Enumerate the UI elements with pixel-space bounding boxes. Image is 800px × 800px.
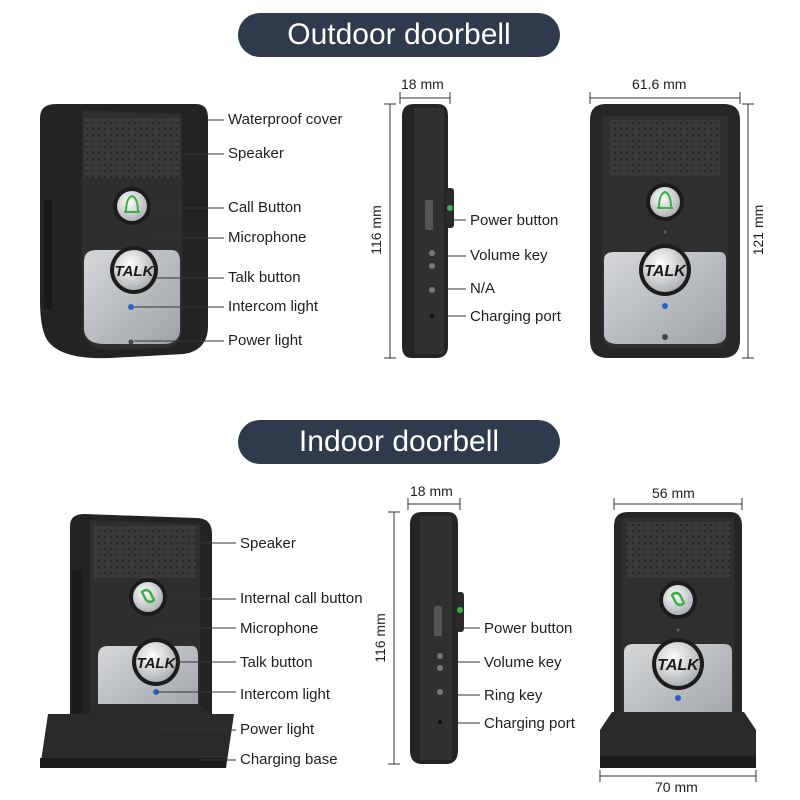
dim-outdoor-depth: 18 mm [401,76,444,92]
indoor-front-dimension-lines [599,498,757,782]
speaker-grille [84,118,180,178]
dim-outdoor-height: 116 mm [368,205,384,255]
charging-base [40,704,234,768]
label-waterproof-cover: Waterproof cover [228,111,343,128]
internal-call-button [133,582,163,612]
dim-outdoor-front-height: 121 mm [750,204,766,256]
outdoor-front-view: TALK [40,104,208,359]
talk-text: TALK [115,263,155,280]
charging-base-2 [600,712,756,768]
label-indoor-charging-port: Charging port [484,715,575,732]
label-charging-base: Charging base [240,751,338,768]
talk-text-2: TALK [644,263,687,280]
label-indoor-volume-key: Volume key [484,654,562,671]
label-volume-key: Volume key [470,247,548,264]
dim-indoor-base-width: 70 mm [655,779,698,795]
indoor-front-view: TALK [40,514,234,768]
indoor-front-flat-view: TALK [600,512,756,768]
power-light [128,339,134,345]
phone-icon [140,588,156,604]
outdoor-front-dimension-lines [589,92,754,359]
label-talk-button: Talk button [228,269,301,286]
outdoor-side-dimension-lines [384,92,451,359]
indoor-title: Indoor doorbell [238,420,560,464]
label-indoor-intercom-light: Intercom light [240,686,331,703]
label-microphone: Microphone [228,229,307,246]
outdoor-title: Outdoor doorbell [238,13,560,57]
talk-text-3: TALK [137,655,177,672]
label-indoor-power-light: Power light [240,721,315,738]
intercom-light [128,304,134,310]
label-power-light: Power light [228,332,303,349]
label-indoor-microphone: Microphone [240,620,319,637]
label-internal-call-button: Internal call button [240,590,363,607]
label-indoor-speaker: Speaker [240,535,296,552]
talk-text-4: TALK [657,657,700,674]
label-indoor-power-button: Power button [484,620,573,637]
label-call-button: Call Button [228,199,302,216]
bell-icon [124,194,140,213]
label-power-button: Power button [470,212,559,229]
label-ring-key: Ring key [484,687,543,704]
dim-indoor-depth: 18 mm [410,483,453,499]
label-intercom-light: Intercom light [228,298,319,315]
indoor-side-view [410,512,464,764]
call-button [117,191,147,221]
label-na: N/A [470,280,496,297]
label-charging-port: Charging port [470,308,561,325]
talk-button [114,250,154,290]
outdoor-side-view [402,104,454,358]
label-indoor-talk-button: Talk button [240,654,313,671]
dim-indoor-height: 116 mm [372,613,388,663]
dim-indoor-width: 56 mm [652,485,695,501]
indoor-side-dimension-lines [388,498,461,765]
outdoor-front-flat-view: TALK [590,104,740,358]
label-speaker: Speaker [228,145,284,162]
dim-outdoor-width: 61.6 mm [632,76,687,92]
